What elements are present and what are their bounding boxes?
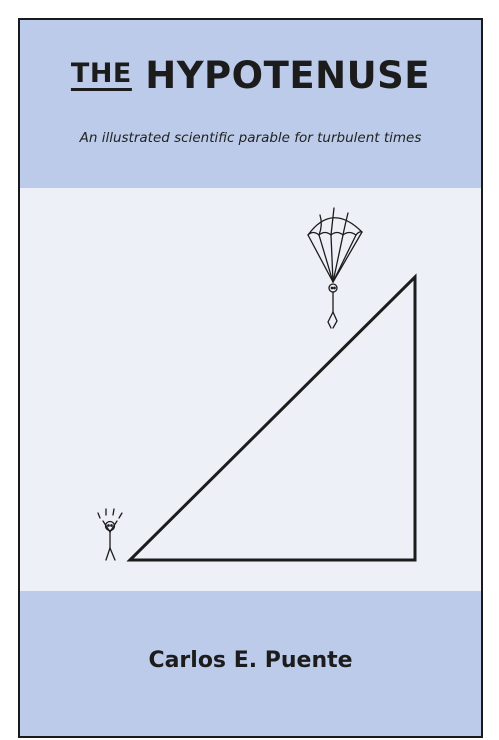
- parachutist: [307, 207, 363, 329]
- book-title: THE HYPOTENUSE: [20, 54, 481, 97]
- right-triangle: [126, 273, 417, 562]
- book-cover: THE HYPOTENUSE An illustrated scientific…: [18, 18, 483, 738]
- cover-illustration: [97, 207, 417, 562]
- book-subtitle: An illustrated scientific parable for tu…: [79, 130, 422, 146]
- bottom-band: [20, 591, 481, 736]
- title-main: HYPOTENUSE: [145, 54, 431, 97]
- title-prefix: THE: [70, 58, 132, 89]
- book-author: Carlos E. Puente: [148, 648, 353, 673]
- top-band: [20, 20, 481, 188]
- illustration-area: [20, 188, 481, 591]
- cheering-stick-figure: [97, 508, 123, 561]
